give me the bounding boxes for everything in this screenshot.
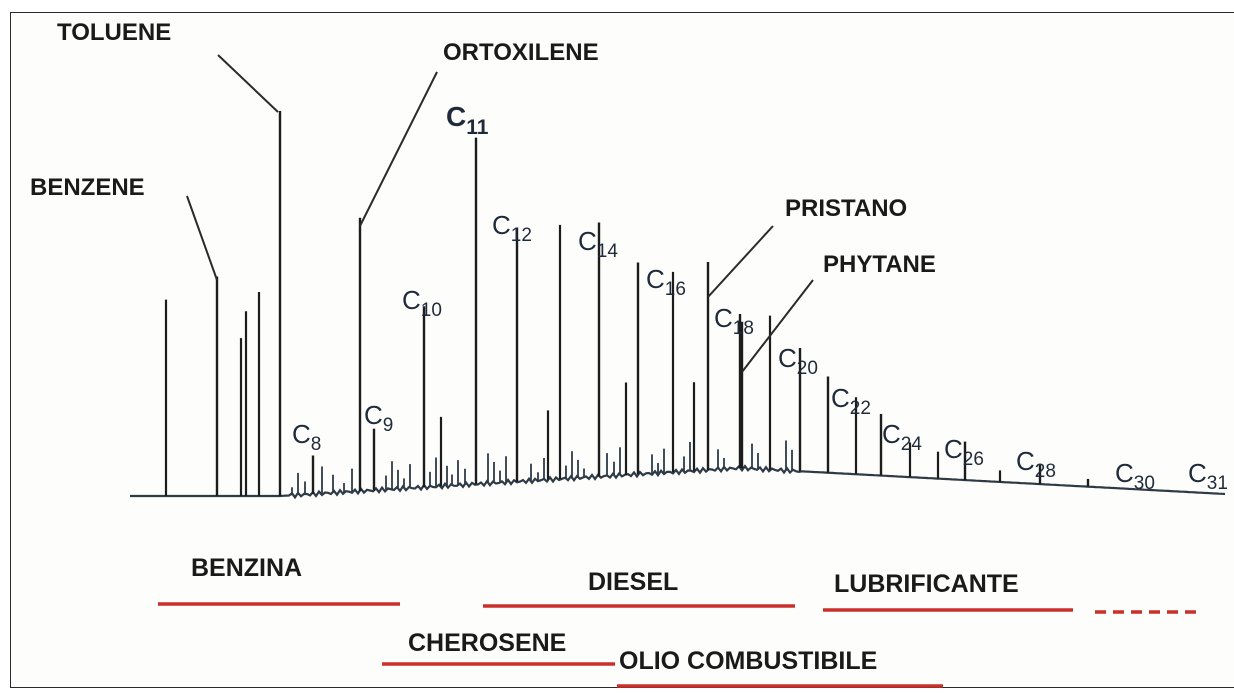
range-label-benzina: BENZINA xyxy=(191,554,302,582)
leader-ortoxilene xyxy=(359,71,438,227)
label-c26: C26 xyxy=(944,434,984,470)
label-c11: C11 xyxy=(446,101,489,139)
leader-phytane xyxy=(741,279,814,373)
chart-frame xyxy=(10,12,1234,688)
range-label-lubrificante: LUBRIFICANTE xyxy=(834,570,1019,598)
label-leaders xyxy=(186,54,814,373)
label-pristano: PRISTANO xyxy=(785,195,907,222)
chromatogram-baseline xyxy=(130,464,1226,500)
fraction-ranges: BENZINA DIESEL LUBRIFICANTE CHEROSENE OL… xyxy=(158,554,1200,688)
range-label-cherosene: CHEROSENE xyxy=(408,629,566,657)
chromatogram-noise xyxy=(291,440,793,496)
label-c18: C18 xyxy=(714,303,754,339)
label-c8: C8 xyxy=(292,419,321,455)
label-c20: C20 xyxy=(778,343,818,379)
label-toluene: TOLUENE xyxy=(57,19,171,46)
label-c14: C14 xyxy=(578,226,618,262)
label-c9: C9 xyxy=(364,400,393,436)
label-benzene: BENZENE xyxy=(30,174,145,201)
label-c16: C16 xyxy=(646,264,686,300)
label-c22: C22 xyxy=(831,383,871,419)
range-label-diesel: DIESEL xyxy=(588,568,678,596)
leader-benzene xyxy=(186,195,218,281)
label-c24: C24 xyxy=(882,419,922,455)
label-ortoxilene: ORTOXILENE xyxy=(443,39,599,66)
label-c31: C31 xyxy=(1188,458,1228,494)
label-c12: C12 xyxy=(492,210,532,246)
carbon-peaks xyxy=(311,137,1090,494)
label-phytane: PHYTANE xyxy=(823,251,936,278)
range-label-olio-combustibile: OLIO COMBUSTIBILE xyxy=(619,647,877,675)
leader-pristano xyxy=(707,225,774,298)
leader-toluene xyxy=(217,54,279,113)
label-c28: C28 xyxy=(1016,446,1056,482)
label-c30: C30 xyxy=(1115,458,1155,494)
carbon-labels: C8 C9 C10 C11 C12 C14 C16 C18 C20 C22 C2… xyxy=(292,101,1228,494)
label-c10: C10 xyxy=(402,285,442,321)
unlabeled-peaks xyxy=(164,224,1002,496)
